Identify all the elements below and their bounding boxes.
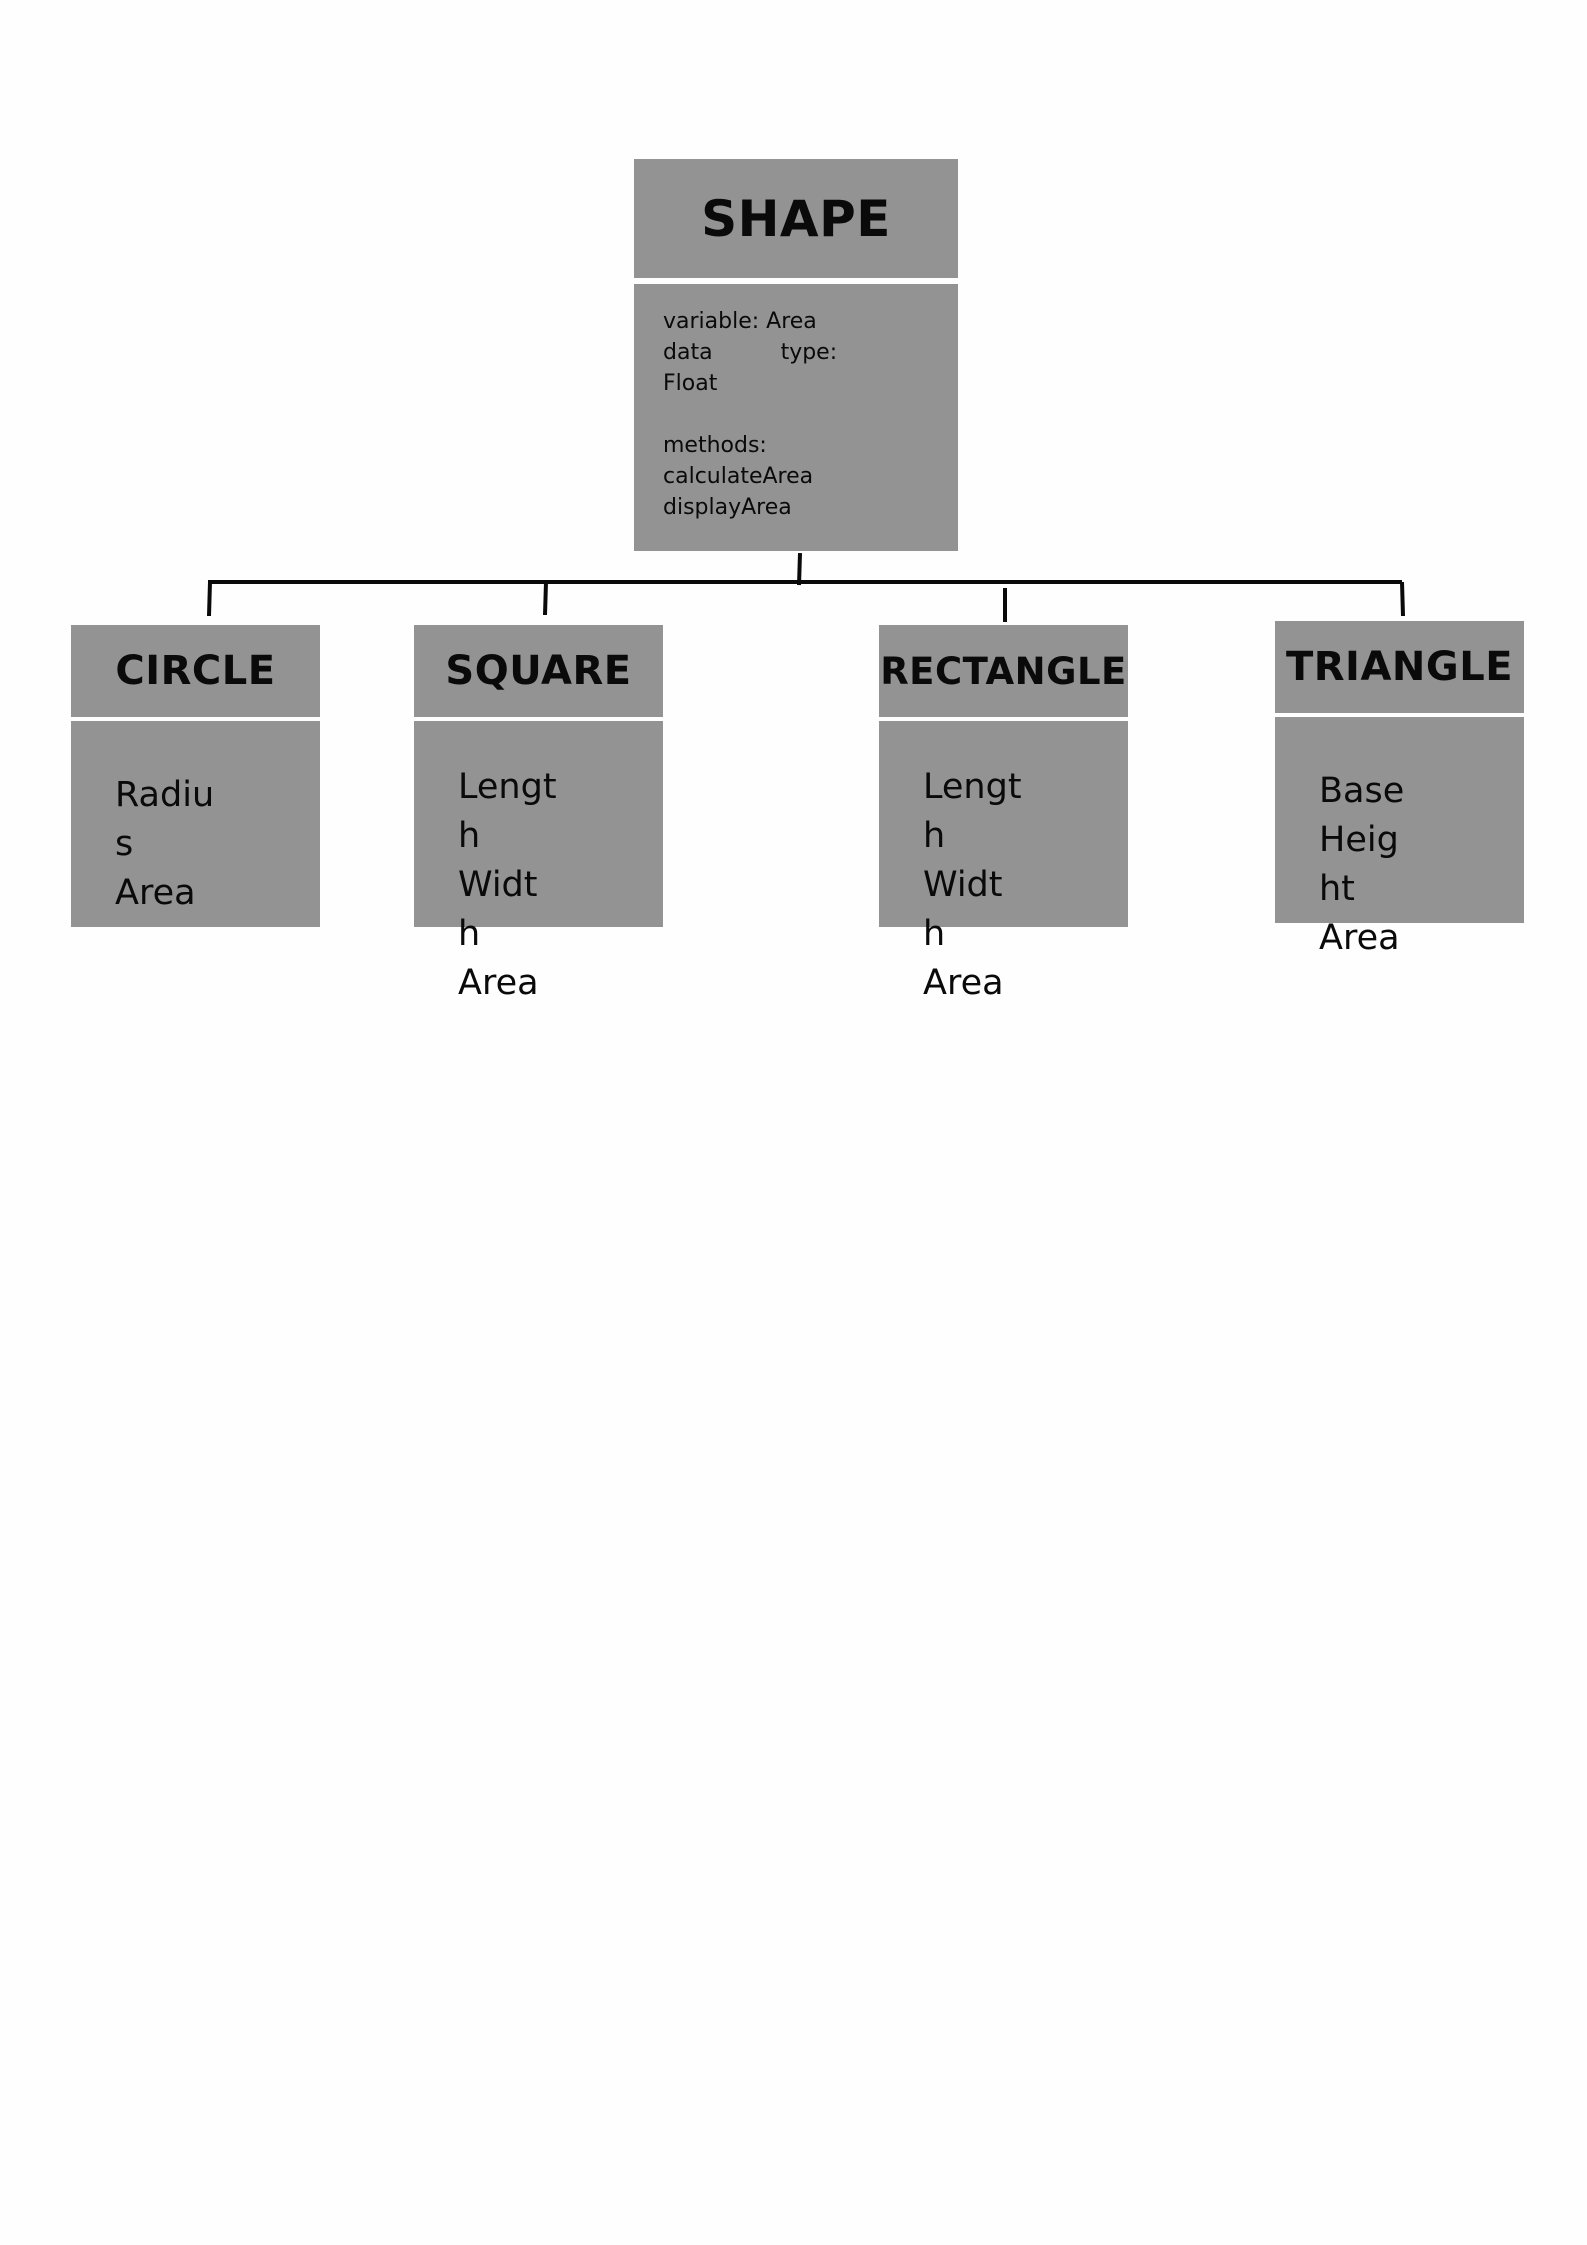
- connector-drop-circle: [207, 581, 212, 617]
- square-class-title: SQUARE: [445, 648, 632, 694]
- shape-datatype-word-data: data: [663, 340, 713, 365]
- shape-methods-label: methods:: [663, 433, 767, 458]
- circle-class-body-box: Radius Area: [71, 721, 320, 927]
- triangle-class-attributes: Base Height Area: [1319, 771, 1405, 958]
- shape-class-title: SHAPE: [701, 189, 891, 248]
- circle-class-title: CIRCLE: [115, 648, 276, 694]
- shape-datatype-word-type: type:: [780, 340, 838, 365]
- square-class-title-box: SQUARE: [414, 625, 663, 717]
- shape-method-display-area: displayArea: [663, 495, 792, 520]
- rectangle-class-title: RECTANGLE: [880, 649, 1127, 693]
- rectangle-class-attributes: Length Width Area: [923, 767, 1022, 1003]
- connector-drop-triangle: [1400, 581, 1405, 617]
- triangle-class-title-box: TRIANGLE: [1275, 621, 1524, 713]
- circle-class-attributes: Radius Area: [115, 775, 215, 913]
- shape-datatype-line: data type:: [663, 337, 863, 368]
- triangle-class-body-box: Base Height Area: [1275, 717, 1524, 958]
- square-class-body-box: Length Width Area: [414, 721, 663, 1003]
- shape-datatype-value: Float: [663, 371, 718, 396]
- shape-variable-line: variable: Area: [663, 309, 817, 334]
- circle-class-title-box: CIRCLE: [71, 625, 320, 717]
- shape-method-calculate-area: calculateArea: [663, 464, 814, 489]
- rectangle-class-body-box: Length Width Area: [879, 721, 1128, 1003]
- triangle-class-title: TRIANGLE: [1285, 644, 1514, 690]
- rectangle-class-title-box: RECTANGLE: [879, 625, 1128, 717]
- connector-drop-square: [543, 581, 548, 616]
- shape-class-title-box: SHAPE: [634, 159, 958, 278]
- connector-parent-stem: [797, 552, 802, 586]
- square-class-attributes: Length Width Area: [458, 767, 557, 1003]
